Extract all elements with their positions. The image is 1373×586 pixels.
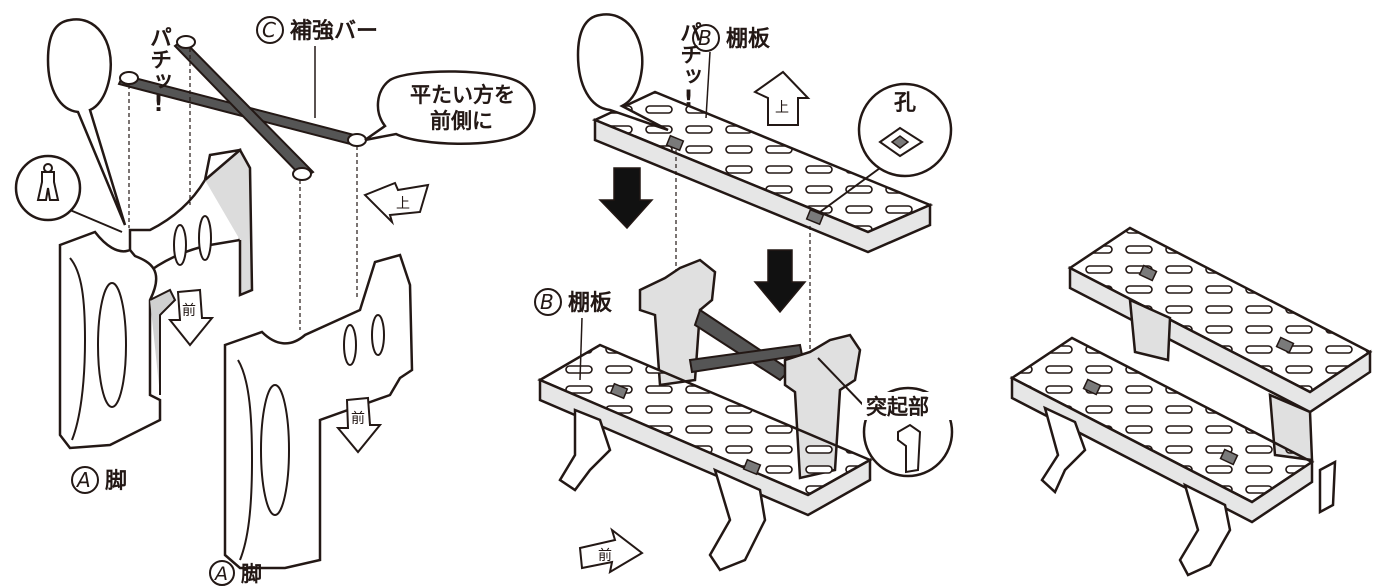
protrusion-label: 突起部 [866, 395, 929, 419]
front-arrow-icon: 前 [167, 288, 215, 347]
guide-lines-2 [675, 150, 811, 355]
leg-name-1: 脚 [105, 469, 127, 494]
shelf-label-top: B 棚板 [692, 24, 771, 119]
leg-name-2: 脚 [241, 562, 262, 586]
front-label-3: 前 [598, 547, 612, 564]
bar-mark: C [262, 18, 276, 42]
bar-name: 補強バー [289, 18, 378, 44]
step1-leg-assembly: パチッ! 平たい方を 前側に C 補強バー 上 [14, 16, 536, 586]
protrusion-detail-icon: 突起部 [817, 357, 954, 478]
leg-mark-2: A [213, 563, 228, 585]
hole-label: 孔 [894, 91, 916, 116]
shelf-mark-top: B [698, 26, 712, 50]
down-arrow-icon [753, 249, 807, 314]
shelf-mark-mid: B [540, 290, 554, 314]
leg-label-2: A 脚 [209, 560, 262, 586]
up-arrow-icon: 上 [363, 181, 430, 226]
step3-completed-rack [1009, 226, 1373, 577]
front-label-2: 前 [351, 410, 365, 427]
guide-lines [128, 48, 358, 330]
shelf-label-mid: B 棚板 [534, 288, 613, 381]
hook-detail-icon [14, 154, 123, 233]
up-label-2: 上 [775, 100, 789, 116]
shelf-board-upper [591, 90, 934, 254]
bar-label: C 補強バー [256, 16, 378, 118]
reinforcement-bar [117, 35, 367, 181]
down-arrow-icon [598, 167, 654, 230]
shelf-name-top: 棚板 [726, 27, 771, 52]
leg-mark-1: A [75, 468, 91, 492]
flat-side-callout: 平たい方を 前側に [364, 70, 536, 145]
front-arrow-icon: 前 [578, 527, 644, 575]
front-arrow-icon: 前 [335, 396, 383, 454]
flat-side-line1: 平たい方を [410, 83, 515, 107]
shelf-name-mid: 棚板 [568, 291, 613, 316]
shelf-board-lower [537, 343, 873, 572]
leg-label-1: A 脚 [71, 466, 127, 494]
front-label-1: 前 [182, 302, 196, 319]
leg-left [58, 230, 177, 450]
step2-shelf-assembly: パチッ! B 棚板 上 孔 B 棚板 [534, 13, 954, 575]
up-arrow-icon: 上 [753, 70, 811, 126]
up-label: 上 [396, 196, 410, 212]
flat-side-line2: 前側に [430, 109, 493, 133]
leg-back [116, 148, 254, 297]
leg-right [223, 253, 414, 570]
hole-detail-icon: 孔 [819, 82, 953, 213]
